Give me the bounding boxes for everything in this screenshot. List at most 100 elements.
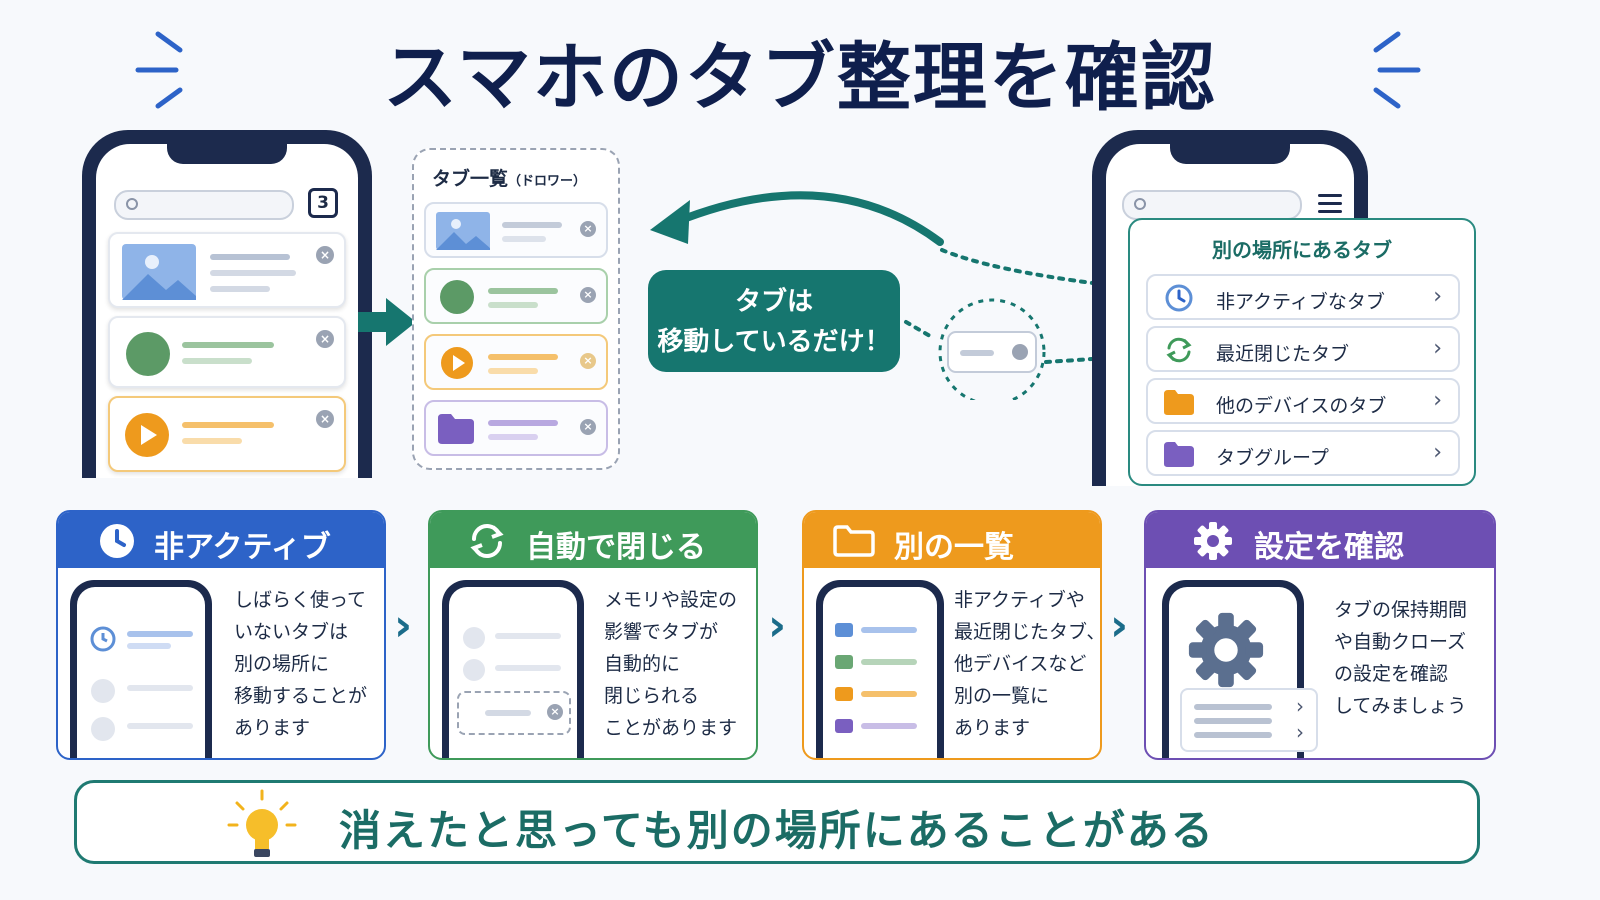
chevron-right-icon: › (1433, 284, 1442, 309)
close-icon[interactable]: × (316, 330, 334, 348)
close-icon[interactable]: × (316, 246, 334, 264)
folder-icon (438, 414, 474, 444)
dotted-connector-bottom (1044, 356, 1110, 364)
mini-phone: × (442, 580, 584, 758)
clock-icon (90, 626, 116, 652)
text-line (210, 254, 290, 260)
text-line (1194, 718, 1272, 724)
panel-item-other-devices[interactable]: 他のデバイスのタブ › (1146, 378, 1460, 424)
panel-item-recently-closed[interactable]: 最近閉じたタブ › (1146, 326, 1460, 372)
step-description: タブの保持期間 や自動クローズ の設定を確認 してみましょう (1334, 599, 1468, 717)
panel-item-label: 他のデバイスのタブ (1216, 395, 1387, 417)
close-icon[interactable]: × (580, 221, 596, 237)
close-icon (1012, 344, 1028, 360)
folder-icon (1164, 390, 1194, 415)
step-card-other-list: 別の一覧 非アクティブや 最近閉じたタブ、 他デバイスなど 別の一覧に あります (802, 510, 1102, 760)
mini-phone-screen (77, 587, 205, 758)
panel-item-label: 最近閉じたタブ (1216, 343, 1350, 365)
close-icon[interactable]: × (580, 287, 596, 303)
text-line (127, 685, 193, 691)
tab-drawer: タブ一覧（ドロワー） × × × × (412, 148, 620, 470)
folder-icon (1164, 442, 1194, 467)
folder-icon (835, 655, 853, 669)
drawer-item-image[interactable]: × (424, 202, 608, 258)
search-icon (1134, 198, 1146, 210)
step-title: 設定を確認 (1254, 530, 1404, 565)
play-icon (125, 413, 169, 457)
tab-card-green[interactable]: × (108, 316, 346, 388)
mini-phone (70, 580, 212, 758)
dotted-connector-top (940, 248, 1102, 286)
panel-item-tab-groups[interactable]: タブグループ › (1146, 430, 1460, 476)
chevron-right-icon: › (1433, 336, 1442, 361)
summary-banner: 消えたと思っても別の場所にあることがある (74, 780, 1480, 864)
text-line (488, 368, 538, 374)
step-card-auto-close: 自動で閉じる × メモリや設定の 影響でタブが 自動的に 閉じられる ことがあり… (428, 510, 758, 760)
callout-line2: 移動しているだけ！ (657, 327, 891, 357)
tab-count-button[interactable]: 3 (308, 188, 338, 218)
flow-arrows (650, 191, 1123, 400)
page-title: スマホのタブ整理を確認 (383, 35, 1217, 121)
dotted-connector-left (904, 320, 932, 338)
mini-phone-screen: × (449, 587, 577, 758)
drawer-title: タブ一覧（ドロワー） (432, 164, 586, 191)
search-bar[interactable] (114, 190, 294, 220)
text-line (182, 422, 274, 428)
callout-bubble: タブは 移動しているだけ！ (648, 270, 900, 372)
step-title: 自動で閉じる (526, 530, 706, 565)
text-line (488, 302, 538, 308)
drawer-item-folder[interactable]: × (424, 400, 608, 456)
text-line (502, 222, 562, 228)
text-line (182, 342, 274, 348)
panel-item-inactive-tabs[interactable]: 非アクティブなタブ › (1146, 274, 1460, 320)
phone-notch (1170, 144, 1290, 164)
close-icon: × (547, 704, 563, 720)
app-icon (440, 280, 474, 314)
phone-notch (167, 144, 287, 164)
search-bar[interactable] (1122, 190, 1302, 220)
close-icon[interactable]: × (580, 419, 596, 435)
emphasis-burst-left-icon (135, 31, 183, 109)
refresh-icon (1166, 337, 1192, 363)
chevron-right-icon: › (1296, 694, 1304, 718)
text-line (495, 665, 561, 671)
image-icon (122, 244, 196, 300)
text-line (488, 420, 558, 426)
play-icon (441, 347, 473, 379)
mini-phone-screen (823, 587, 937, 758)
step-header: 設定を確認 (1146, 512, 1494, 568)
step-title: 非アクティブ (154, 530, 331, 565)
close-icon[interactable]: × (316, 410, 334, 428)
app-icon (126, 332, 170, 376)
text-line (502, 236, 546, 242)
folder-icon (835, 687, 853, 701)
chevron-right-icon: › (1433, 388, 1442, 413)
gear-icon (1194, 522, 1232, 560)
tab-card-image[interactable]: × (108, 232, 346, 308)
drawer-item-video[interactable]: × (424, 334, 608, 390)
placeholder-dot (91, 679, 115, 703)
text-line (495, 633, 561, 639)
text-line (127, 631, 193, 637)
drawer-item-green[interactable]: × (424, 268, 608, 324)
step-card-check-settings: 設定を確認 › › (1144, 510, 1496, 760)
text-line (1194, 704, 1272, 710)
moving-tab-circle (938, 298, 1046, 400)
drawer-title-text: タブ一覧 (432, 168, 509, 190)
text-line (127, 643, 171, 649)
mini-phone (816, 580, 944, 758)
step-description: しばらく使って いないタブは 別の場所に 移動することが あります (234, 589, 368, 739)
menu-icon[interactable] (1318, 192, 1344, 216)
chevron-right-icon: › (1296, 720, 1304, 744)
image-icon (436, 212, 490, 250)
placeholder-dot (91, 717, 115, 741)
tab-card-video[interactable]: × (108, 396, 346, 472)
drawer-subtitle: （ドロワー） (508, 174, 587, 189)
clock-icon (1165, 284, 1193, 312)
chevron-right-icon: › (768, 600, 787, 651)
step-title: 別の一覧 (894, 530, 1014, 565)
placeholder-dot (463, 659, 485, 681)
close-icon[interactable]: × (580, 353, 596, 369)
text-line (861, 659, 917, 665)
chevron-right-icon: › (1110, 600, 1129, 651)
